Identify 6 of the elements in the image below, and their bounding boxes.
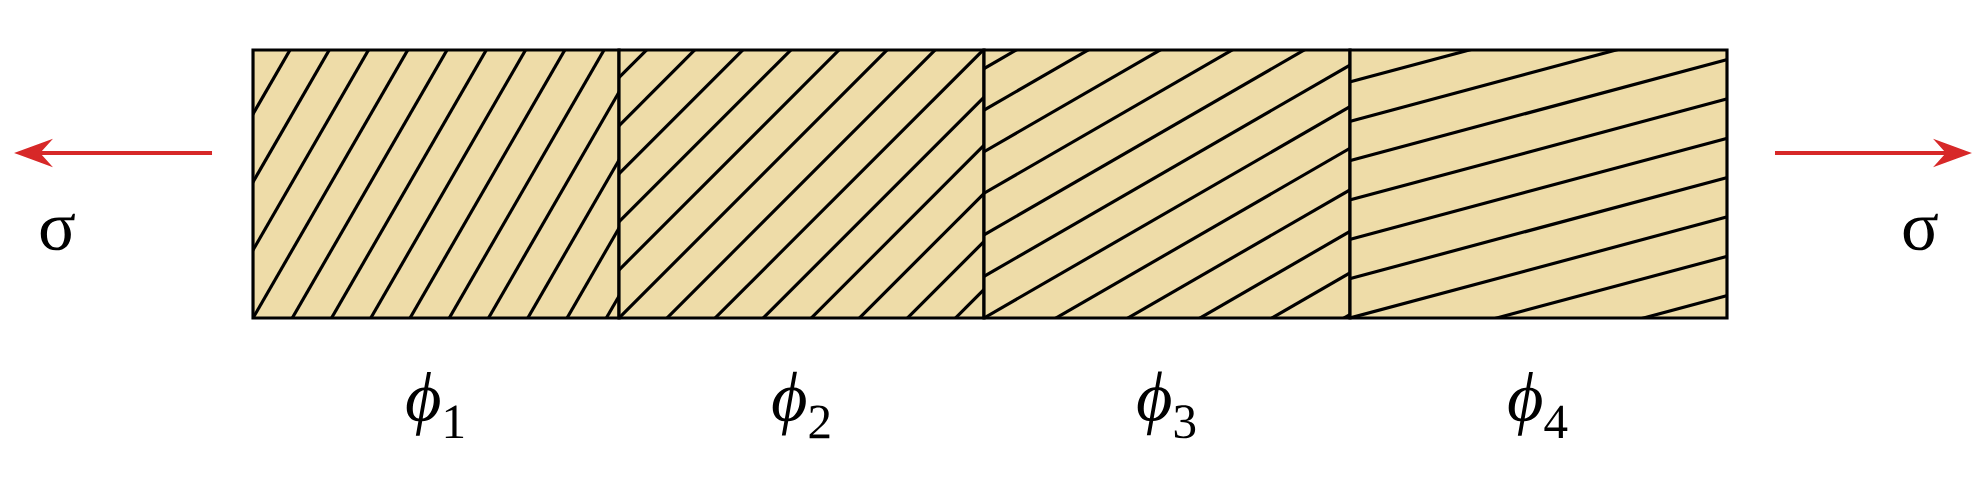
angle-label: ϕ$_{4}$ bbox=[1508, 371, 1568, 439]
angle-label: ϕ$_{3}$ bbox=[1137, 371, 1196, 439]
angle-label: ϕ$_{1}$ bbox=[406, 371, 464, 439]
angle-label: ϕ$_{2}$ bbox=[772, 371, 830, 439]
stress-label: σ bbox=[1903, 213, 1938, 251]
stress-label: σ bbox=[40, 213, 75, 251]
